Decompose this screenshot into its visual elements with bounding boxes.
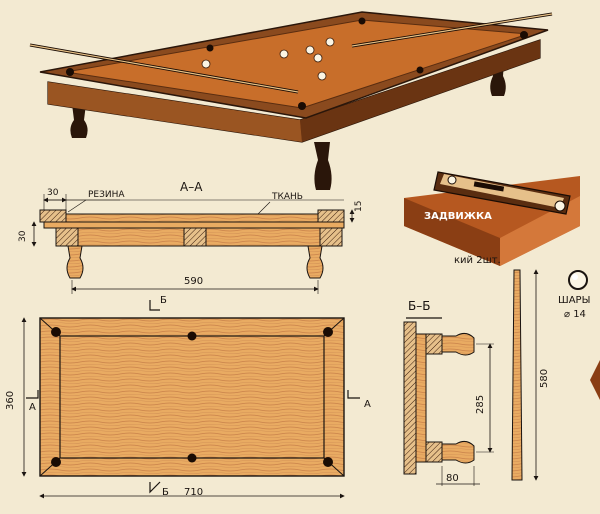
ball-drawing bbox=[568, 270, 588, 290]
section-mark-a-right: А bbox=[364, 399, 371, 410]
table-balls bbox=[201, 37, 335, 81]
dim-30-side: 30 bbox=[18, 230, 28, 242]
dim-710: 710 bbox=[184, 487, 204, 498]
dim-285: 285 bbox=[475, 394, 486, 414]
cue-label: кий 2шт. bbox=[454, 255, 501, 266]
dim-590: 590 bbox=[184, 276, 204, 287]
section-mark-b-top: Б bbox=[160, 295, 167, 306]
section-aa bbox=[31, 194, 355, 294]
section-mark-b-bottom: Б bbox=[162, 487, 169, 498]
plan-pockets bbox=[51, 327, 333, 467]
dim-360: 360 bbox=[5, 390, 16, 410]
latch-detail bbox=[404, 171, 580, 266]
plan-view bbox=[21, 300, 360, 499]
latch-label: ЗАДВИЖКА bbox=[424, 211, 492, 222]
cue-drawing bbox=[511, 269, 539, 481]
section-bb-title: Б–Б bbox=[408, 299, 431, 313]
cloth-label: ТКАНЬ bbox=[272, 192, 303, 202]
section-bb bbox=[403, 317, 494, 486]
dim-80: 80 bbox=[446, 473, 459, 484]
section-mark-a-left: А bbox=[29, 402, 36, 413]
dim-15: 15 bbox=[354, 200, 364, 212]
dim-30-top: 30 bbox=[47, 188, 59, 198]
dim-580: 580 bbox=[539, 368, 550, 388]
balls-diameter: ⌀ 14 bbox=[564, 309, 586, 320]
rubber-label: РЕЗИНА bbox=[88, 190, 125, 200]
section-aa-title: А–А bbox=[180, 180, 203, 194]
balls-label: ШАРЫ bbox=[558, 295, 591, 306]
perspective-table bbox=[29, 11, 553, 190]
